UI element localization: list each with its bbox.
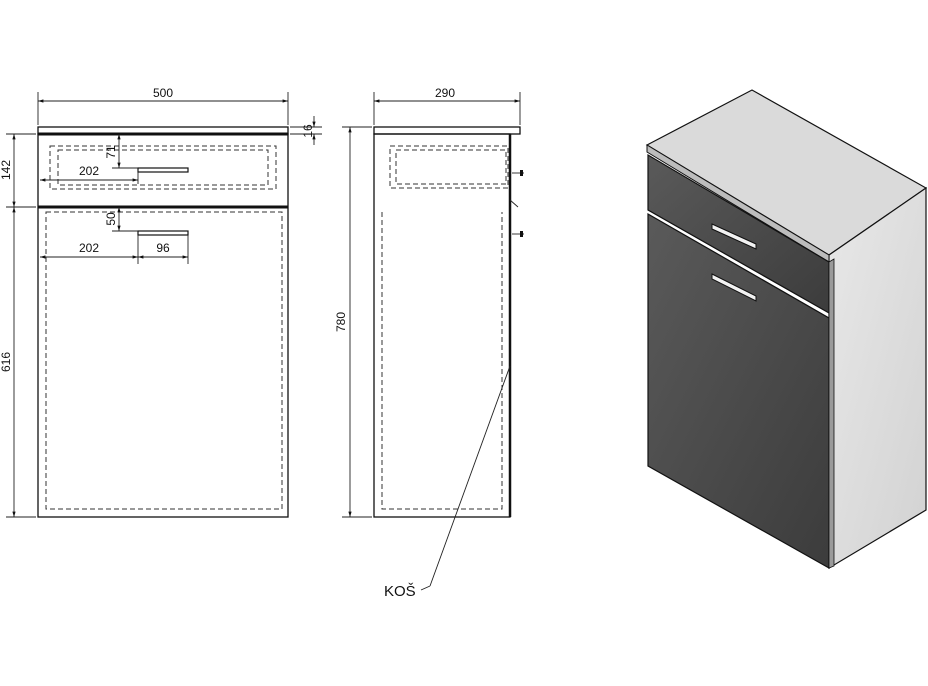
door-height-dimension: 616 [0, 352, 13, 372]
isometric-view [645, 89, 928, 570]
drawer-handle [137, 167, 189, 173]
iso-side [828, 186, 927, 570]
side-bin-hidden [381, 212, 503, 510]
side-top-board [373, 126, 521, 135]
door-handle [137, 230, 189, 236]
side-drawer-hidden-inner [395, 149, 507, 185]
depth-dimension: 290 [435, 86, 455, 100]
front-view: 500 16 142 616 71 202 50 202 96 [0, 86, 322, 518]
side-drawer-split [509, 199, 519, 208]
door-hidden-outline [45, 211, 283, 510]
iso-drawer-handle [711, 223, 757, 250]
top-thickness-dimension: 16 [301, 124, 315, 138]
width-dimension: 500 [153, 86, 173, 100]
door-handle-left-dimension: 202 [79, 241, 99, 255]
iso-door-handle [711, 273, 757, 302]
total-height-dimension: 780 [334, 312, 348, 332]
iso-front-edge [828, 258, 835, 569]
drawer-hidden-outline [49, 145, 277, 190]
front-carcass [37, 133, 289, 518]
side-door-handle [520, 231, 523, 237]
handle-length-dimension: 96 [156, 241, 170, 255]
drawer-handle-offset-dimension: 71 [104, 145, 118, 159]
drawer-hidden-inner [57, 149, 269, 186]
side-drawer-handle [520, 170, 523, 176]
drawer-handle-left-dimension: 202 [79, 164, 99, 178]
side-carcass [373, 133, 511, 518]
side-drawer-hidden [389, 145, 509, 189]
door-handle-offset-dimension: 50 [104, 212, 118, 226]
side-view: 290 780 KOŠ [334, 86, 524, 600]
drawer-height-dimension: 142 [0, 160, 13, 180]
bin-callout-label: KOŠ [384, 583, 416, 600]
bin-callout-leader [429, 365, 511, 587]
